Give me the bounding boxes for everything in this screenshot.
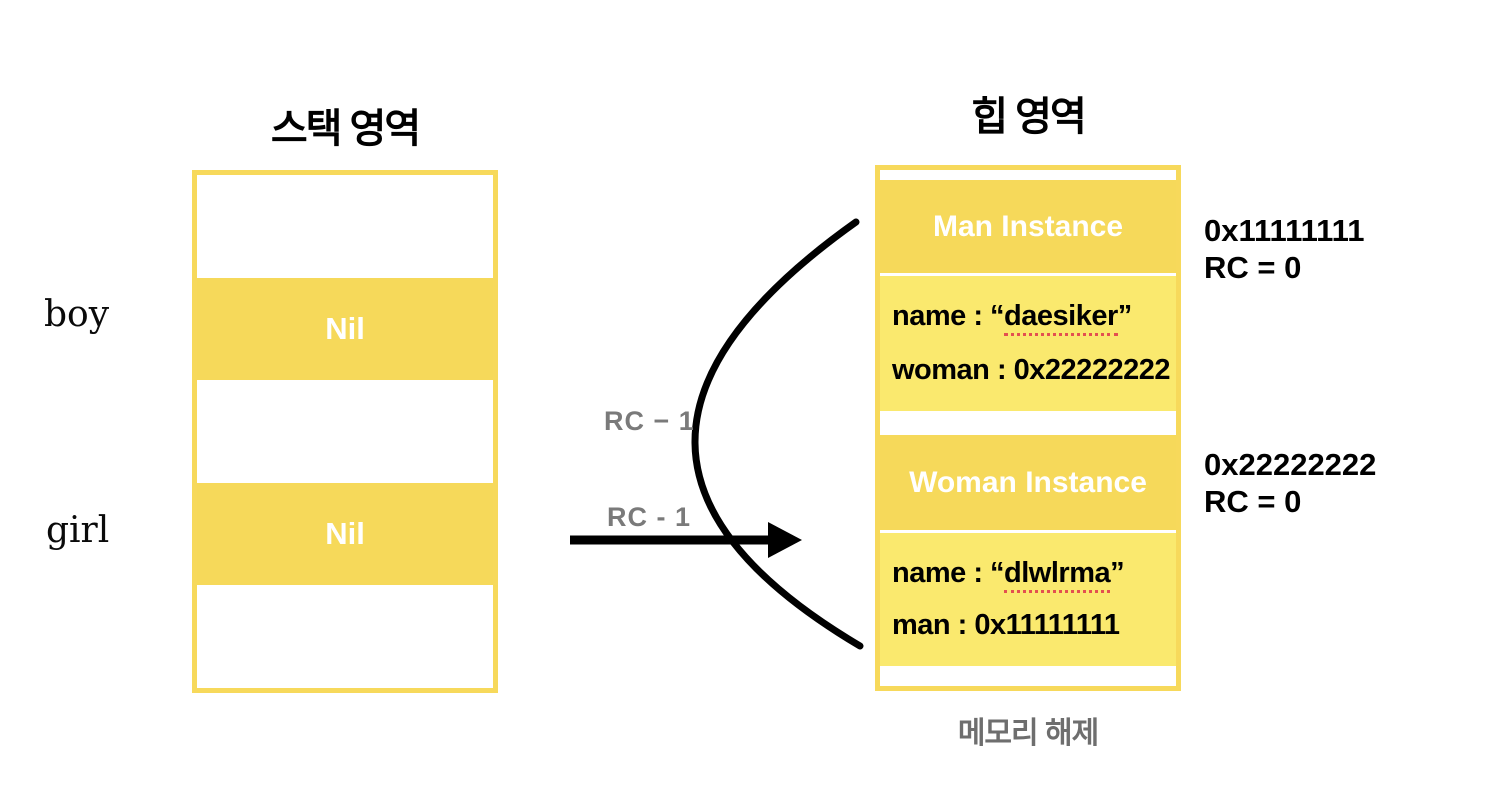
stack-var-label-girl: girl — [46, 510, 110, 551]
stack-box: Nil Nil — [192, 170, 498, 693]
rc-decrement-label-top: RC − 1 — [604, 406, 695, 436]
stack-slot-empty — [197, 585, 493, 688]
heap-top-gap — [880, 170, 1176, 180]
woman-name-prefix: name : “ — [892, 556, 1005, 589]
man-name-prefix: name : “ — [892, 300, 1005, 333]
rc-decrement-label-bottom: RC - 1 — [607, 502, 692, 532]
stack-slot-girl-nil: Nil — [197, 482, 493, 586]
stack-slot-empty — [197, 380, 493, 483]
man-address-block: 0x11111111 RC = 0 — [1204, 212, 1364, 286]
stack-slot-empty — [197, 175, 493, 278]
rc-arrow-head-icon — [768, 522, 802, 558]
woman-name-suffix: ” — [1110, 556, 1125, 589]
woman-name-field: name : “dlwlrma” — [892, 556, 1164, 593]
man-name-value: daesiker — [1004, 300, 1118, 337]
woman-instance-body: name : “dlwlrma” man : 0x11111111 — [880, 533, 1176, 666]
man-woman-ref-field: woman : 0x22222222 — [892, 353, 1170, 386]
heap-box: Man Instance name : “daesiker” woman : 0… — [875, 165, 1181, 691]
woman-man-ref-field: man : 0x11111111 — [892, 609, 1120, 642]
woman-instance-header: Woman Instance — [880, 435, 1176, 530]
man-name-suffix: ” — [1117, 300, 1133, 333]
heap-region-title: 힙 영역 — [971, 95, 1087, 139]
woman-address-block: 0x22222222 RC = 0 — [1204, 446, 1376, 520]
stack-slot-boy-nil: Nil — [197, 277, 493, 381]
man-rc-value: RC = 0 — [1204, 250, 1302, 285]
release-arc — [691, 218, 864, 650]
stack-region-title: 스택 영역 — [270, 107, 421, 151]
heap-section-gap — [880, 411, 1176, 435]
man-instance-header: Man Instance — [880, 180, 1176, 273]
woman-name-value: dlwlrma — [1004, 556, 1111, 593]
woman-address: 0x22222222 — [1204, 447, 1377, 482]
man-name-field: name : “daesiker” — [892, 300, 1164, 337]
man-instance-body: name : “daesiker” woman : 0x22222222 — [880, 276, 1176, 411]
man-address: 0x11111111 — [1204, 213, 1365, 248]
woman-rc-value: RC = 0 — [1204, 484, 1302, 519]
stack-var-label-boy: boy — [44, 294, 110, 335]
memory-release-caption: 메모리 해제 — [957, 717, 1099, 750]
